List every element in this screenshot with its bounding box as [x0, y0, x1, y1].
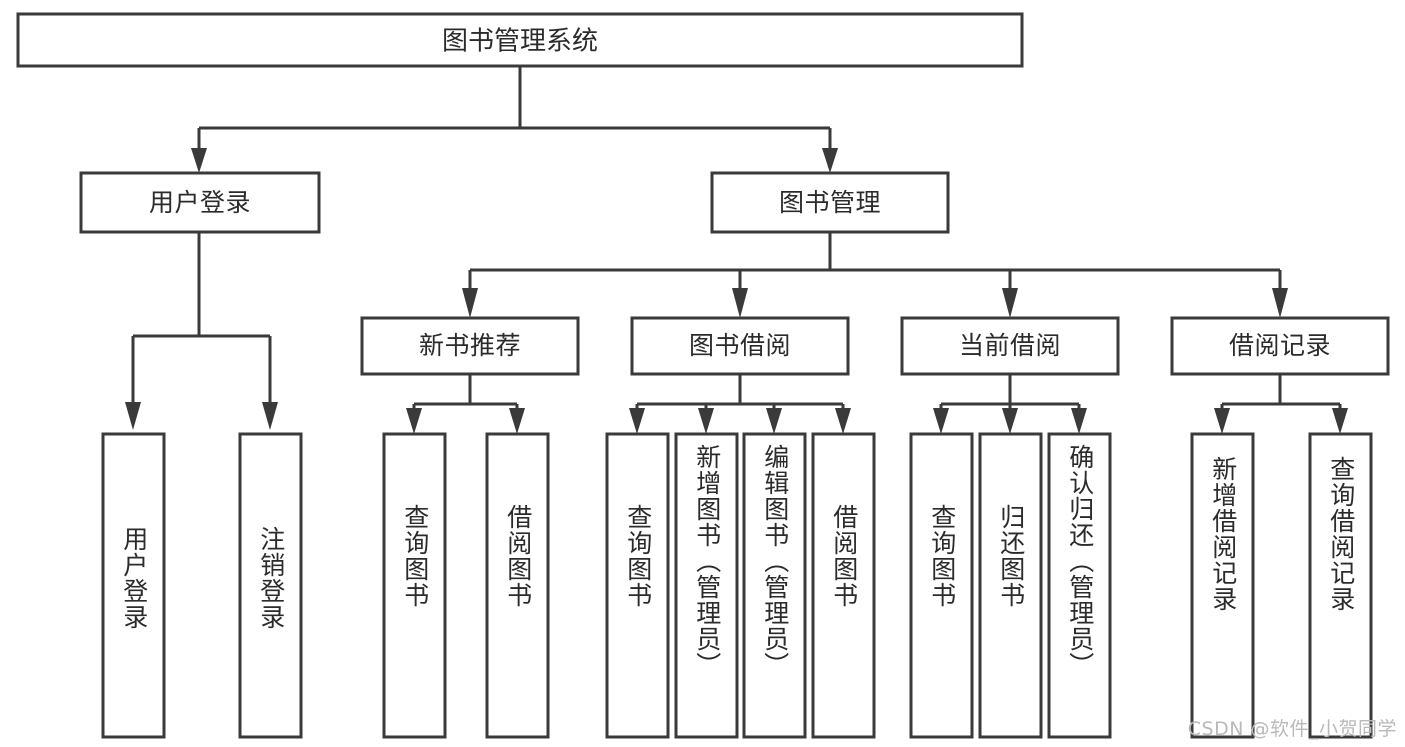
arrow-to-leaf-user-login: [125, 402, 141, 430]
node-book-borrow[interactable]: 图书借阅: [630, 316, 850, 376]
node-current-borrow-box[interactable]: [900, 316, 1120, 376]
node-user-login-label: 用户登录: [149, 188, 251, 217]
arrow-to-leaf-query-book-2: [629, 408, 645, 434]
arrow-to-borrow-record: [1272, 288, 1288, 318]
node-leaf-user-login-box[interactable]: [101, 432, 166, 739]
node-new-book-recommend-label: 新书推荐: [419, 331, 521, 360]
node-leaf-query-book-3-box[interactable]: [909, 432, 974, 739]
node-new-book-recommend-box[interactable]: [360, 316, 580, 376]
arrow-to-leaf-add-book: [698, 408, 714, 434]
node-leaf-query-book-1-box[interactable]: [382, 432, 447, 739]
node-current-borrow[interactable]: 当前借阅: [900, 316, 1120, 376]
node-borrow-record-box[interactable]: [1170, 316, 1390, 376]
arrow-to-leaf-query-book-3: [933, 408, 949, 434]
node-leaf-edit-book-box[interactable]: [742, 432, 807, 739]
connector-layer: [125, 66, 1348, 434]
arrow-to-user-login: [191, 148, 207, 173]
node-book-borrow-label: 图书借阅: [689, 331, 791, 360]
node-book-management[interactable]: 图书管理: [710, 171, 950, 234]
node-borrow-record[interactable]: 借阅记录: [1170, 316, 1390, 376]
arrow-to-leaf-edit-book: [766, 408, 782, 434]
arrow-to-book-borrow: [732, 288, 748, 318]
arrow-to-leaf-query-record: [1332, 408, 1348, 434]
arrow-to-current-borrow: [1002, 288, 1018, 318]
node-leaf-confirm-return-box[interactable]: [1047, 432, 1112, 739]
node-new-book-recommend[interactable]: 新书推荐: [360, 316, 580, 376]
node-current-borrow-label: 当前借阅: [959, 331, 1061, 360]
node-book-management-label: 图书管理: [779, 188, 881, 217]
arrow-to-leaf-borrow-book-1: [509, 408, 525, 434]
arrow-to-leaf-return-book: [1002, 408, 1018, 434]
node-book-borrow-box[interactable]: [630, 316, 850, 376]
node-root[interactable]: 图书管理系统: [16, 12, 1024, 68]
arrow-to-leaf-borrow-book-2: [835, 408, 851, 434]
node-leaf-borrow-book-2-box[interactable]: [811, 432, 876, 739]
arrow-to-leaf-confirm-return: [1071, 408, 1087, 434]
node-root-box[interactable]: [16, 12, 1024, 68]
node-layer: 图书管理系统 用户登录 图书管理 新书推荐 图书借阅: [16, 12, 1390, 739]
node-leaf-add-record-box[interactable]: [1190, 432, 1255, 739]
node-borrow-record-label: 借阅记录: [1229, 331, 1331, 360]
arrow-to-leaf-logout-login: [262, 402, 278, 430]
watermark-text: CSDN @软件_小贺同学: [1187, 718, 1397, 740]
node-leaf-borrow-book-1-box[interactable]: [485, 432, 550, 739]
arrow-to-book-management: [822, 148, 838, 173]
node-leaf-query-book-2-box[interactable]: [605, 432, 670, 739]
node-leaf-logout-login-box[interactable]: [238, 432, 303, 739]
arrow-to-leaf-query-book-1: [406, 408, 422, 434]
arrow-to-leaf-add-record: [1214, 408, 1230, 434]
node-user-login-box[interactable]: [79, 171, 321, 234]
node-leaf-return-book-box[interactable]: [978, 432, 1043, 739]
node-user-login[interactable]: 用户登录: [79, 171, 321, 234]
node-root-label: 图书管理系统: [442, 27, 598, 57]
node-book-management-box[interactable]: [710, 171, 950, 234]
node-leaf-add-book-box[interactable]: [674, 432, 739, 739]
arrow-to-new-book-recommend: [462, 288, 478, 318]
node-leaf-query-record-box[interactable]: [1308, 432, 1373, 739]
